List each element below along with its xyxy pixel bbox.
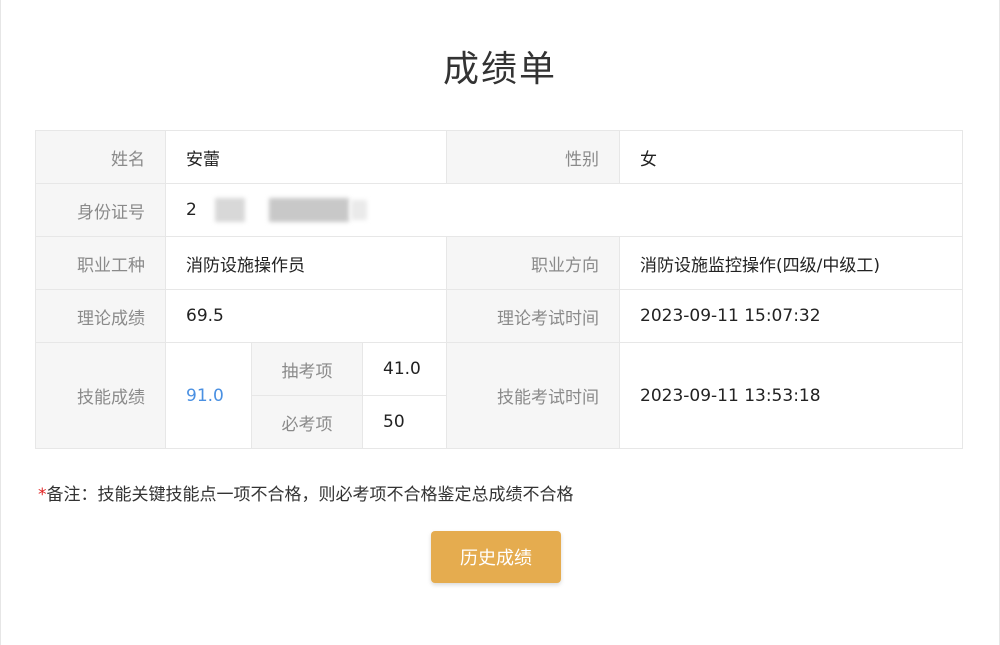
theory-label: 理论成绩: [35, 289, 166, 343]
table-row: 技能成绩 91.0 抽考项 41.0 技能考试时间 2023-09-11 13:…: [35, 342, 963, 449]
name-value: 安蕾: [165, 130, 447, 184]
table-row: 必考项 50: [36, 395, 963, 449]
theory-time-value: 2023-09-11 15:07:32: [619, 289, 963, 343]
occupation-value: 消防设施操作员: [165, 236, 447, 290]
theory-value: 69.5: [165, 289, 447, 343]
gender-value: 女: [619, 130, 963, 184]
skill-label: 技能成绩: [35, 342, 166, 449]
redaction-blur: [268, 198, 349, 222]
required-label: 必考项: [251, 395, 363, 449]
draw-value: 41.0: [362, 342, 447, 396]
history-grades-button[interactable]: 历史成绩: [431, 531, 561, 583]
direction-value: 消防设施监控操作(四级/中级工): [619, 236, 963, 290]
redaction-blur: [214, 198, 245, 222]
theory-time-label: 理论考试时间: [446, 289, 620, 343]
required-value: 50: [362, 395, 447, 449]
table-row: 职业工种 消防设施操作员 职业方向 消防设施监控操作(四级/中级工): [35, 236, 963, 290]
occupation-label: 职业工种: [35, 236, 166, 290]
id-value-cell: 2: [165, 183, 963, 237]
direction-label: 职业方向: [446, 236, 620, 290]
id-label: 身份证号: [35, 183, 166, 237]
name-label: 姓名: [35, 130, 166, 184]
required-star: *: [38, 485, 47, 505]
grade-table: 姓名 安蕾 性别 女 身份证号 2 职业工种 消防设施操作员 职业方向 消防设施…: [35, 130, 963, 449]
table-row: 理论成绩 69.5 理论考试时间 2023-09-11 15:07:32: [35, 289, 963, 343]
skill-value[interactable]: 91.0: [165, 342, 252, 449]
gender-label: 性别: [446, 130, 620, 184]
skill-time-value: 2023-09-11 13:53:18: [619, 342, 963, 449]
id-value: 2: [186, 200, 197, 220]
table-row: 姓名 安蕾 性别 女: [35, 130, 963, 184]
page-title: 成绩单: [442, 49, 557, 90]
draw-label: 抽考项: [251, 342, 363, 396]
skill-time-label: 技能考试时间: [446, 342, 620, 449]
remark-note: *备注：技能关键技能点一项不合格，则必考项不合格鉴定总成绩不合格: [38, 480, 574, 505]
redaction-blur: [350, 200, 367, 220]
remark-text: 备注：技能关键技能点一项不合格，则必考项不合格鉴定总成绩不合格: [46, 485, 574, 505]
table-row: 身份证号 2: [35, 183, 963, 237]
